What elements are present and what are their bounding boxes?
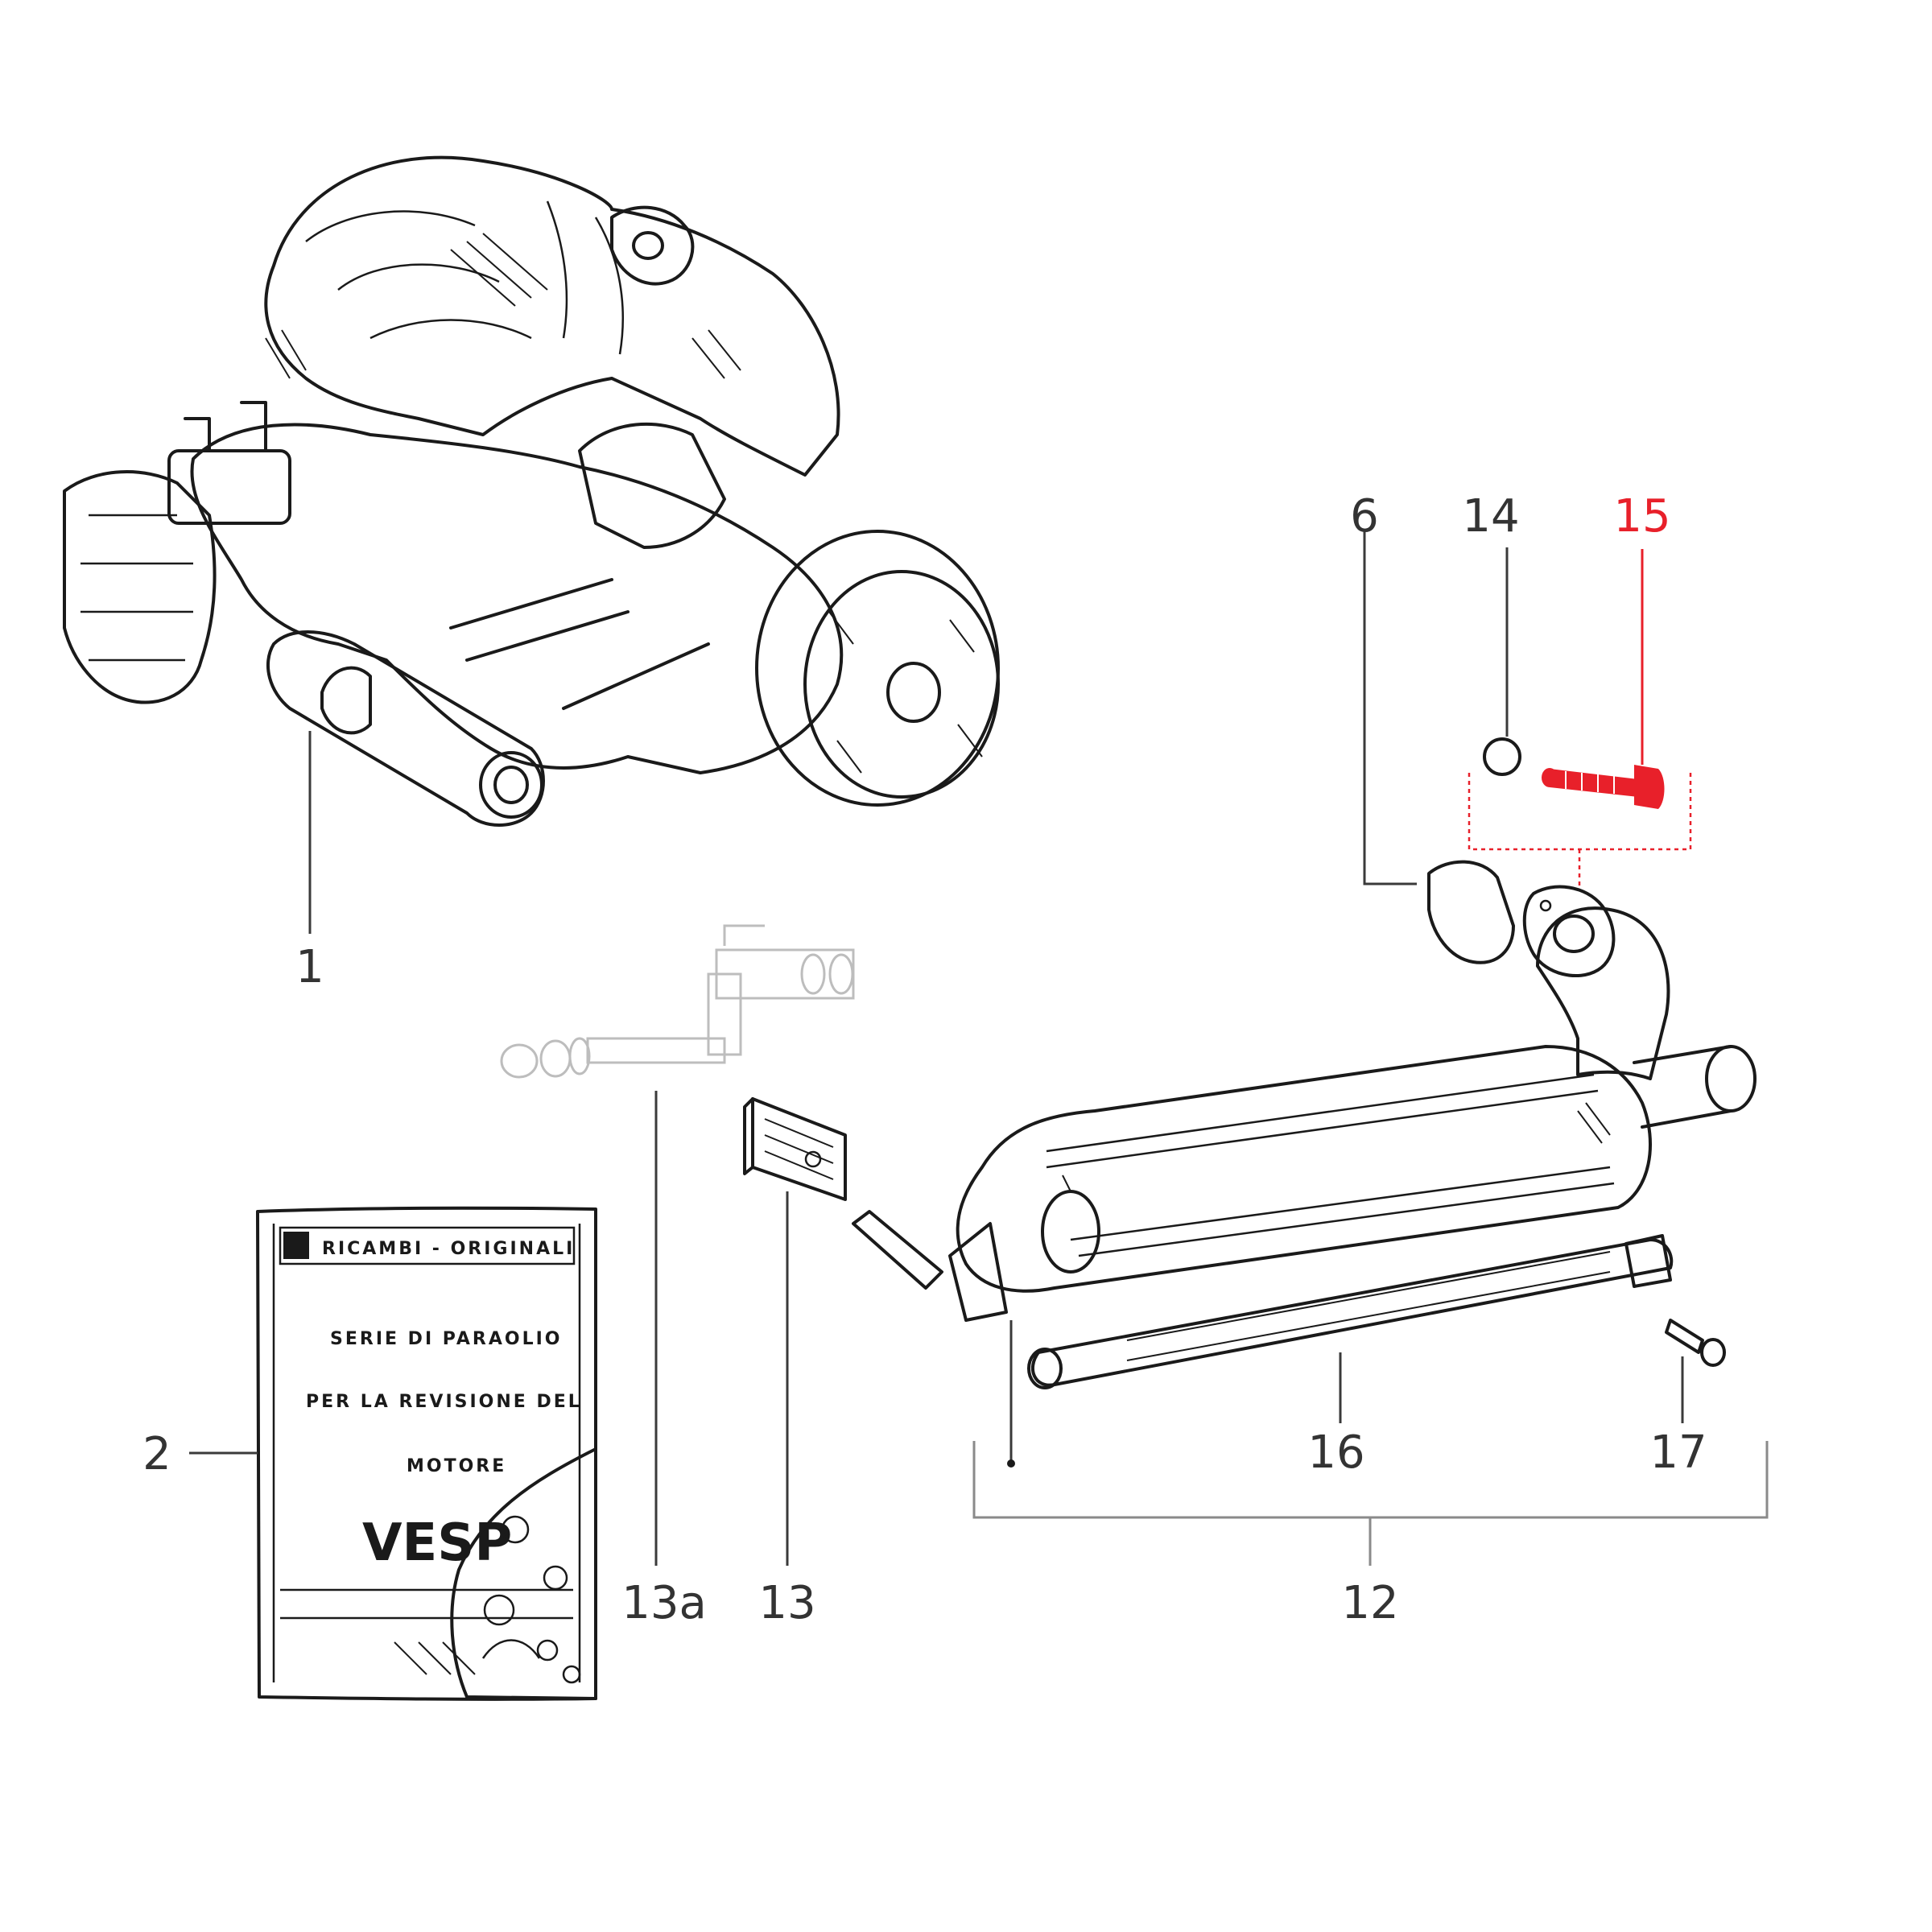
exhaust-silencer — [852, 885, 1757, 1322]
callout-6: 6 — [1350, 490, 1379, 543]
reference-dot — [1007, 1459, 1015, 1468]
part-15-bolt — [1542, 765, 1665, 809]
leader-line-6 — [1363, 882, 1417, 886]
part-13-bracket — [743, 1097, 847, 1201]
callout-17: 17 — [1649, 1426, 1707, 1479]
callout-16: 16 — [1307, 1426, 1364, 1479]
callout-1: 1 — [295, 941, 324, 993]
part-16-tube — [1027, 1234, 1674, 1389]
package-line-3: MOTORE — [407, 1456, 506, 1476]
callout-14: 14 — [1462, 490, 1519, 543]
gasket-kit-package: RICAMBI - ORIGINALI SERIE DI PARAOLIO PE… — [256, 1206, 597, 1701]
part-14-nut — [1483, 737, 1521, 776]
package-line-2: PER LA REVISIONE DEL — [306, 1392, 582, 1412]
part-6-gasket — [1427, 860, 1515, 964]
callout-15: 15 — [1613, 490, 1670, 543]
engine-assembly — [63, 155, 1000, 827]
ricambi-logo — [283, 1232, 309, 1259]
callout-12: 12 — [1341, 1577, 1398, 1629]
package-line-1: SERIE DI PARAOLIO — [330, 1329, 563, 1349]
callout-2: 2 — [142, 1428, 171, 1480]
part-17-screw — [1665, 1319, 1726, 1367]
part-13a-ghost — [500, 924, 855, 1079]
group-bracket-12 — [972, 1441, 1769, 1519]
package-header: RICAMBI - ORIGINALI — [322, 1239, 575, 1259]
callout-13a: 13a — [621, 1577, 707, 1629]
callout-13: 13 — [758, 1577, 815, 1629]
